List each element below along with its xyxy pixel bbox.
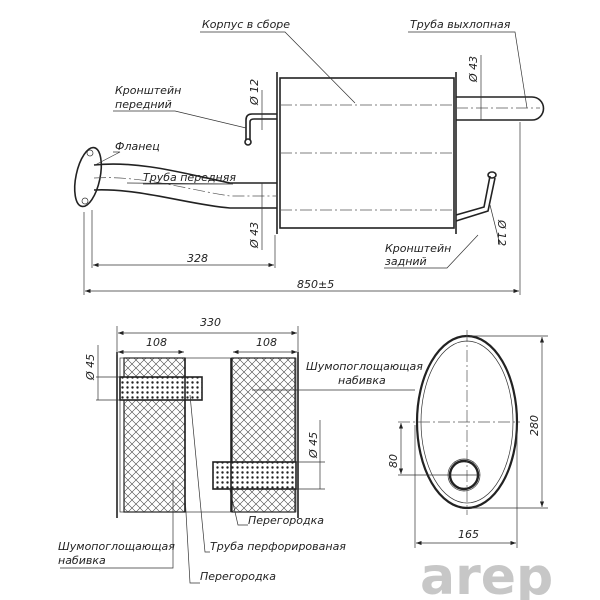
watermark-logo: arep bbox=[420, 547, 553, 600]
label-front-bracket-2: передний bbox=[115, 98, 172, 111]
perforated-tube-outlet bbox=[212, 461, 297, 490]
label-front-pipe: Труба передняя bbox=[143, 171, 236, 184]
front-bracket bbox=[245, 113, 277, 140]
dim-outlet-dia: Ø 45 bbox=[307, 432, 320, 459]
dim-tailpipe-dia: Ø 43 bbox=[467, 56, 480, 83]
label-flange: Фланец bbox=[115, 140, 160, 153]
label-packing-right-2: набивка bbox=[338, 374, 386, 387]
label-packing-left-2: набивка bbox=[58, 554, 106, 567]
section-view: 330 108 108 Ø 45 Ø 45 Шумопоглощающая на… bbox=[58, 316, 423, 584]
dim-rear-bracket-dia: Ø 12 bbox=[495, 219, 508, 246]
front-pipe bbox=[93, 163, 277, 209]
tailpipe bbox=[456, 96, 545, 121]
dim-280-text: 280 bbox=[528, 415, 541, 436]
dim-front-bracket-dia: Ø 12 bbox=[248, 79, 261, 106]
dim-front-pipe-dia: Ø 43 bbox=[248, 222, 261, 249]
label-rear-bracket-2: задний bbox=[385, 255, 427, 268]
label-rear-bracket-1: Кронштейн bbox=[385, 242, 451, 255]
rear-bracket bbox=[455, 175, 496, 222]
top-view: Корпус в сборе Труба выхлопная Кронштейн… bbox=[73, 18, 545, 295]
label-packing-left-1: Шумопоглощающая bbox=[58, 540, 175, 553]
label-body: Корпус в сборе bbox=[202, 18, 290, 31]
label-baffle-1: Перегородка bbox=[248, 514, 324, 527]
dim-165-text: 165 bbox=[458, 528, 479, 541]
label-packing-right-1: Шумопоглощающая bbox=[306, 360, 423, 373]
end-view: 280 165 80 bbox=[387, 330, 548, 548]
perforated-tube-inlet bbox=[119, 376, 203, 401]
dim-108-right-text: 108 bbox=[256, 336, 277, 349]
dim-850-text: 850±5 bbox=[297, 278, 334, 291]
flange bbox=[73, 146, 103, 208]
label-perforated-tube: Труба перфорированая bbox=[210, 540, 346, 553]
dim-328-text: 328 bbox=[187, 252, 208, 265]
label-baffle-2: Перегородка bbox=[200, 570, 276, 583]
dim-80-text: 80 bbox=[387, 454, 400, 468]
dim-330-text: 330 bbox=[200, 316, 221, 329]
dim-108-left-text: 108 bbox=[146, 336, 167, 349]
label-front-bracket-1: Кронштейн bbox=[115, 84, 181, 97]
label-tailpipe: Труба выхлопная bbox=[410, 18, 511, 31]
dim-inlet-dia: Ø 45 bbox=[84, 354, 97, 381]
